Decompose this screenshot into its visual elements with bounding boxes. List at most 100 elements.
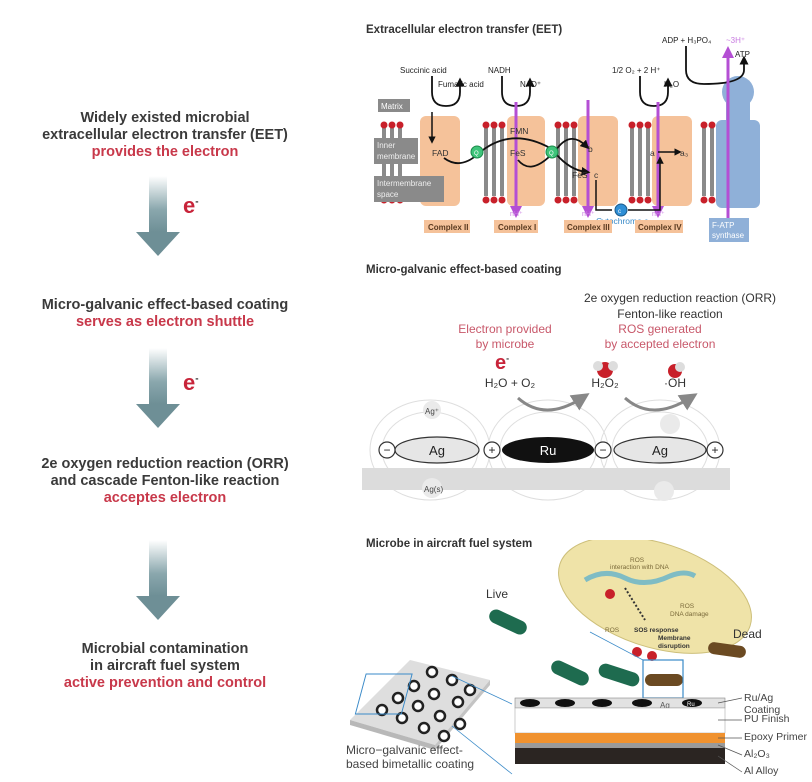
ros-label: ROS [605,627,620,634]
complex-iii-label: Complex III [567,223,610,232]
step-contamination-highlight: active prevention and control [63,675,267,691]
coating-caption-line1: Micro−galvanic effect- [346,743,463,757]
ag-label-right: Ag [652,443,668,458]
inner-membrane-label-2: membrane [377,152,416,161]
ros-dna-label-2: interaction with DNA [610,564,670,571]
step-orr-highlight: acceptes electron [103,490,227,506]
step-eet-line1: Widely existed microbial [80,110,250,126]
layer-label-ru-ag: Ru/Ag Coating [744,692,781,716]
fuel-system-diagram: ROS interaction with DNA ROS DNA damage … [350,540,762,775]
pole-minus-2: − [594,441,612,459]
layer-al-alloy [515,748,725,764]
atp-synthase-body [716,76,760,208]
atp-label: ATP [735,50,750,59]
pole-minus-1: − [378,441,396,459]
proton-3h-label: ~3H⁺ [726,36,745,45]
ru-label: Ru [540,443,557,458]
nadh-label: NADH [488,66,511,75]
live-bacterium-icon [489,609,527,635]
complex-i-label: Complex I [498,223,536,232]
ubiquinone-icon [470,145,484,159]
substrate-bar [362,468,730,490]
succinic-acid-label: Succinic acid [400,66,447,75]
ag-ion-particle [423,401,441,419]
fuel-title: Microbe in aircraft fuel system [366,538,533,550]
step-eet: Widely existed microbial extracellular e… [0,110,330,161]
atp-arrow [685,46,749,85]
hydroxyl-molecule-icon [668,362,685,378]
flow-arrow-1 [136,176,180,256]
layer-label-epoxy: Epoxy Primer [744,731,808,743]
step-orr-line1: 2e oxygen reduction reaction (ORR) [41,456,289,472]
hydroxyl-label: ·OH [664,376,686,390]
h2o2-label: H₂O₂ [591,376,619,390]
fes-label: FeS [510,148,526,158]
q-label-1: Q [474,151,479,157]
ag-anode-right [613,436,707,464]
step-eet-line2: extracellular electron transfer (EET) [42,127,288,143]
galvanic-couple-diagram: Ag⁺ Ag(s) Ag Ru Ag − + − + [362,393,730,501]
reaction-arrow-2 [624,393,698,412]
ros-generated-line1: ROS generated [618,322,702,336]
galvanic-title: Micro-galvanic effect-based coating [366,264,562,276]
dead-label: Dead [733,627,762,641]
nh-label-iii: nH⁺ [582,211,595,218]
intermembrane-label-1: Intermembrane [377,179,432,188]
coating-ag-label: Ag [660,701,670,710]
step-coating-line1: Micro-galvanic effect-based coating [41,297,289,313]
layer-epoxy-primer [515,733,725,743]
water-label: H₂O [664,80,679,89]
succinate-arrow [431,76,465,107]
h2o2-molecule-icon [593,361,618,378]
flow-arrow-2 [136,348,180,428]
ag-solid-particle [422,478,442,498]
ros-generated-line2: by accepted electron [604,337,716,351]
ros-dna-label-1: ROS [630,557,645,564]
layer-al2o3 [515,743,725,748]
heme-b-label: b [588,144,593,154]
dna-strand-icon [583,570,697,585]
step-coating-highlight: serves as electron shuttle [75,314,255,330]
ag-solid-label: Ag(s) [424,485,443,494]
live-bacterium-icon [598,663,640,687]
oxygen-label: 1/2 O₂ + 2 H⁺ [612,66,660,75]
layer-label-al-alloy: Al Alloy [744,765,779,777]
intermembrane-label-2: space [377,190,399,199]
matrix-label: Matrix [381,102,403,111]
step-contamination-line1: Microbial contamination [81,641,249,657]
layer-label-pu: PU Finish [744,713,790,725]
electron-label-1: e- [183,193,199,218]
bacterium-cell-zoom [558,540,752,654]
nh-label-i: nH⁺ [510,211,523,218]
ros-damage-label-2: DNA damage [670,611,709,618]
pole-plus-1: + [483,441,501,459]
sos-response-label: SOS response [634,627,679,634]
f-atp-label-1: F-ATP [712,221,735,230]
reactants-label: H₂O + O₂ [484,376,536,390]
heme-a3-label: a₃ [680,148,688,158]
eet-diagram: Matrix Inner membrane Intermembrane spac… [374,36,760,242]
ag-ion-label: Ag⁺ [425,407,439,416]
step-contamination-line2: in aircraft fuel system [90,658,240,674]
membrane-label-2: disruption [658,643,690,650]
electron-label-2: e- [183,370,199,395]
dead-bacterium-icon [708,642,746,658]
electron-provided-label: Electron provided by microbe [440,322,570,352]
svg-text:+: + [488,443,495,457]
svg-text:−: − [599,443,606,457]
live-label: Live [486,587,508,601]
coating-caption-line2: based bimetallic coating [346,757,475,771]
ros-particle [605,589,615,599]
step-contamination: Microbial contamination in aircraft fuel… [0,641,330,692]
ros-damage-label-1: ROS [680,603,695,610]
ru-particles [375,665,477,743]
heme-c-label: c [594,170,599,180]
orr-label: 2e oxygen reduction reaction (ORR) [583,291,777,305]
complex-iv-body [652,116,692,206]
complex-ii-label: Complex II [428,223,468,232]
pole-plus-2: + [706,441,724,459]
nh-label-iv: nH⁺ [652,211,665,218]
coating-ru-label: Ru [687,702,695,708]
live-bacterium-icon [551,660,589,686]
fenton-label: Fenton-like reaction [617,307,723,321]
